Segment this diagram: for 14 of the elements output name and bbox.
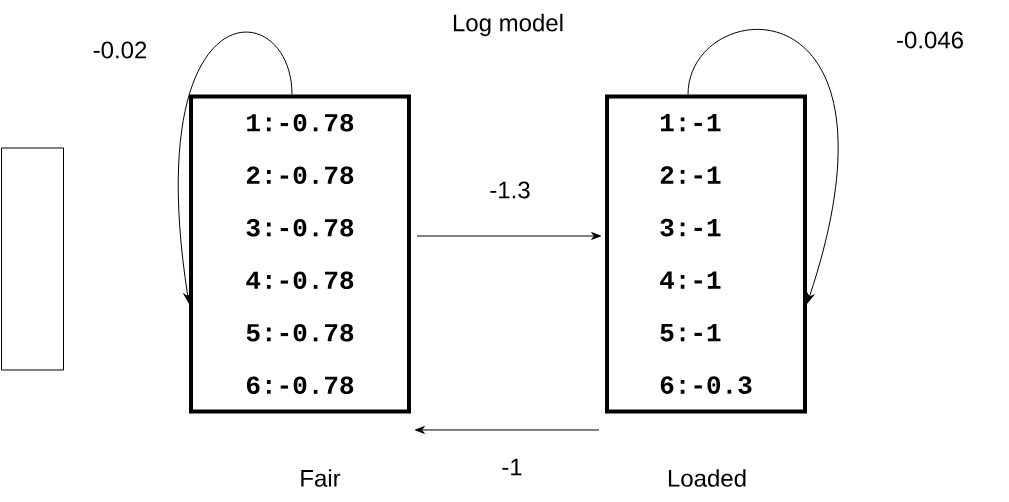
edge-label: -0.02 (93, 41, 147, 59)
title: Log model (453, 13, 563, 37)
loop-arrow (178, 32, 293, 304)
loop-arrow (687, 29, 839, 304)
edge-label: -1 (502, 458, 522, 476)
node-caption: Loaded (668, 469, 746, 487)
emission-box: 1:-1 2:-1 3:-1 4:-1 5:-1 6:-0.3 (605, 94, 807, 414)
arrow (416, 232, 602, 240)
edge-label: -0.046 (897, 31, 963, 49)
arrow (414, 426, 600, 434)
partial-box (1, 147, 64, 371)
node-caption: Fair (301, 469, 341, 487)
edge-label: -1.3 (490, 181, 530, 199)
emission-box: 1:-0.78 2:-0.78 3:-0.78 4:-0.78 5:-0.78 6:-0.78 (189, 94, 411, 414)
